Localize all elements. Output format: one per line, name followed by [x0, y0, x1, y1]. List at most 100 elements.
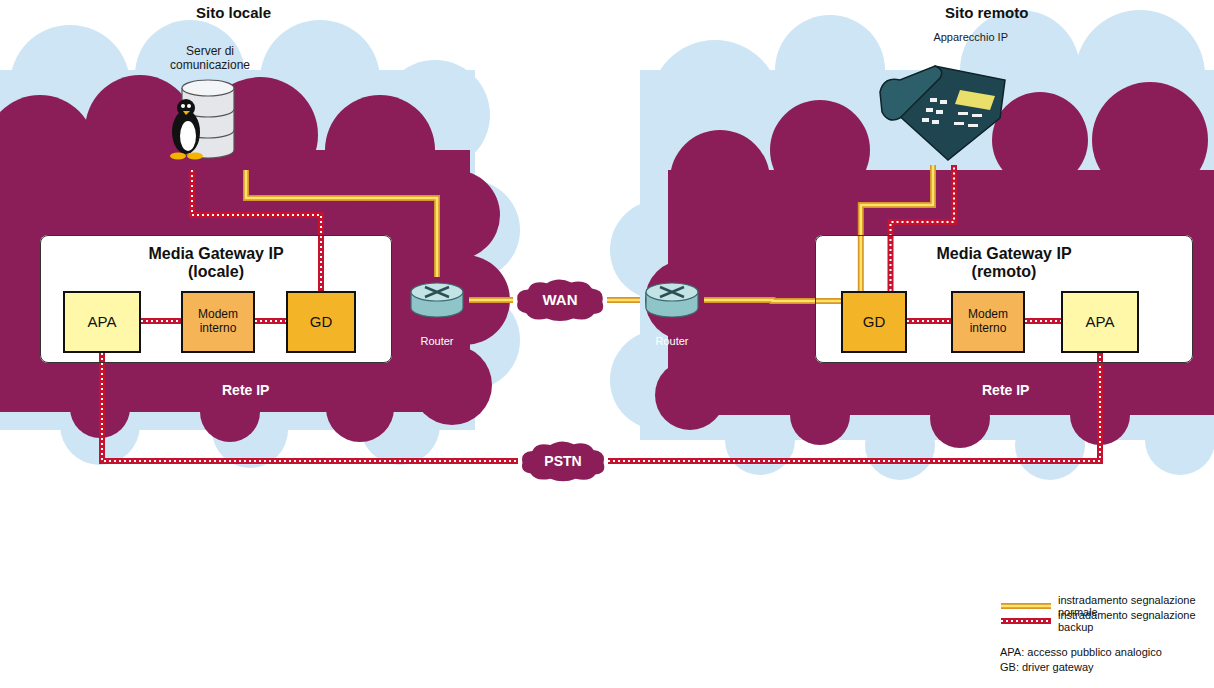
backup-route-line [1025, 320, 1061, 322]
backup-route-line [1001, 618, 1051, 624]
router-node: Router [640, 277, 704, 349]
ip-phone-icon [930, 98, 937, 102]
ip-phone-icon [880, 66, 942, 120]
remote-ip-network-cloud [992, 92, 1088, 188]
normal-route-line [704, 300, 841, 301]
router-icon [411, 283, 463, 301]
remote-site-cloud [865, 410, 935, 480]
backup-route-line [102, 353, 518, 461]
legend-text: instradamento segnalazione backup [1058, 609, 1214, 633]
node-text: Modem interno [187, 308, 249, 336]
node-text: GD [863, 313, 886, 330]
backup-route-line [907, 318, 951, 324]
abbreviation-note: GB: driver gateway [1000, 661, 1094, 673]
gateway-fill [40, 235, 1193, 363]
media-gateway-box: Media Gateway IP (locale)APAModem intern… [40, 235, 392, 363]
normal-route-line [469, 299, 513, 302]
local-ip-network-cloud [325, 95, 435, 205]
backup-route-line [1025, 318, 1061, 324]
local-ip-network-cloud [410, 170, 500, 260]
apa-box: APA [1061, 291, 1139, 353]
local-ip-network-cloud [326, 374, 394, 442]
ip-phone-icon [940, 100, 947, 104]
gateway-fill [40, 235, 392, 363]
legend-line-sample [1001, 605, 1051, 606]
backup-route-line [891, 165, 955, 291]
ip-phone-icon [954, 122, 964, 125]
gateway-driver-box: GD [841, 291, 907, 353]
ip-phone-icon [936, 110, 943, 114]
ip-phone-icon [926, 108, 933, 112]
remote-ip-network-cloud [670, 130, 770, 230]
node-text: Server di comunicazione [152, 45, 268, 73]
cloud-shape [517, 280, 603, 322]
pstn-cloud: PSTN [518, 440, 608, 482]
remote-ip-network-cloud [1092, 82, 1208, 198]
remote-ip-network-cloud [790, 385, 850, 445]
backup-signal-route [255, 321, 286, 322]
legend-line-sample [1000, 601, 1052, 611]
backup-route-line [608, 353, 1100, 461]
backup-signal-route [141, 321, 181, 322]
ip-phone-icon [968, 124, 978, 127]
server-icon [180, 121, 196, 151]
normal-route-line [469, 297, 513, 303]
normal-signal-route [469, 300, 513, 301]
remote-ip-network-cloud [770, 100, 870, 200]
backup-route-line [141, 318, 181, 324]
ip-phone-icon [972, 114, 982, 117]
node-text: Media Gateway IP (locale) [126, 245, 306, 282]
server-icon [182, 80, 234, 96]
normal-route-line [607, 297, 640, 303]
remote-site-cloud [725, 405, 795, 475]
node-text: Modem interno [957, 308, 1019, 336]
backup-signal-route [891, 165, 955, 291]
node-text: GD [310, 313, 333, 330]
gateway-fill [815, 235, 1193, 363]
ip-phone-node: Apparecchio IP [870, 30, 1010, 165]
router-node: Router [405, 277, 469, 349]
ip-phone-icon [932, 120, 939, 124]
modem-box: Modem interno [951, 291, 1025, 353]
local-site-cloud [0, 20, 520, 468]
node-text: Apparecchio IP [933, 31, 1008, 44]
normal-route-line [704, 300, 841, 301]
backup-route-line [891, 165, 955, 291]
node-text: Router [655, 335, 688, 348]
remote-ip-network-cloud [930, 388, 990, 448]
backup-signal-route [1025, 321, 1061, 322]
backup-route-line [255, 320, 286, 322]
backup-route-line [141, 320, 181, 322]
server-icon [170, 80, 234, 160]
legend-line-sample [1001, 620, 1051, 621]
node-text: WAN [543, 291, 578, 308]
backup-route-line [255, 318, 286, 324]
ip-phone-icon [922, 98, 982, 127]
router-icon [425, 287, 449, 297]
backup-signal-route [102, 353, 518, 461]
normal-route-line [1001, 604, 1051, 607]
server-icon [187, 104, 191, 108]
media-gateway-box: Media Gateway IP (remoto)GDModem interno… [815, 235, 1193, 363]
backup-signal-route [608, 353, 1100, 461]
normal-route-line [607, 299, 640, 302]
server-icon [177, 99, 195, 117]
backup-route-line [1001, 620, 1051, 622]
remote-site-cloud [610, 10, 1214, 480]
legend-line-sample [1000, 616, 1052, 626]
server-icon [181, 104, 185, 108]
normal-signal-route [861, 165, 933, 291]
normal-route-line [1001, 603, 1051, 609]
node-text: APA [1086, 313, 1115, 330]
ip-phone-icon [922, 118, 929, 122]
router-icon [411, 283, 463, 317]
local-ip-network-cloud [0, 95, 95, 205]
network-label: Rete IP [982, 382, 1029, 398]
backup-route-line [102, 353, 518, 461]
router-icon [660, 287, 684, 297]
remote-site-cloud [1145, 405, 1214, 475]
abbreviation-note: APA: accesso pubblico analogico [1000, 646, 1162, 658]
server-icon-node: Server di comunicazione [150, 44, 270, 170]
